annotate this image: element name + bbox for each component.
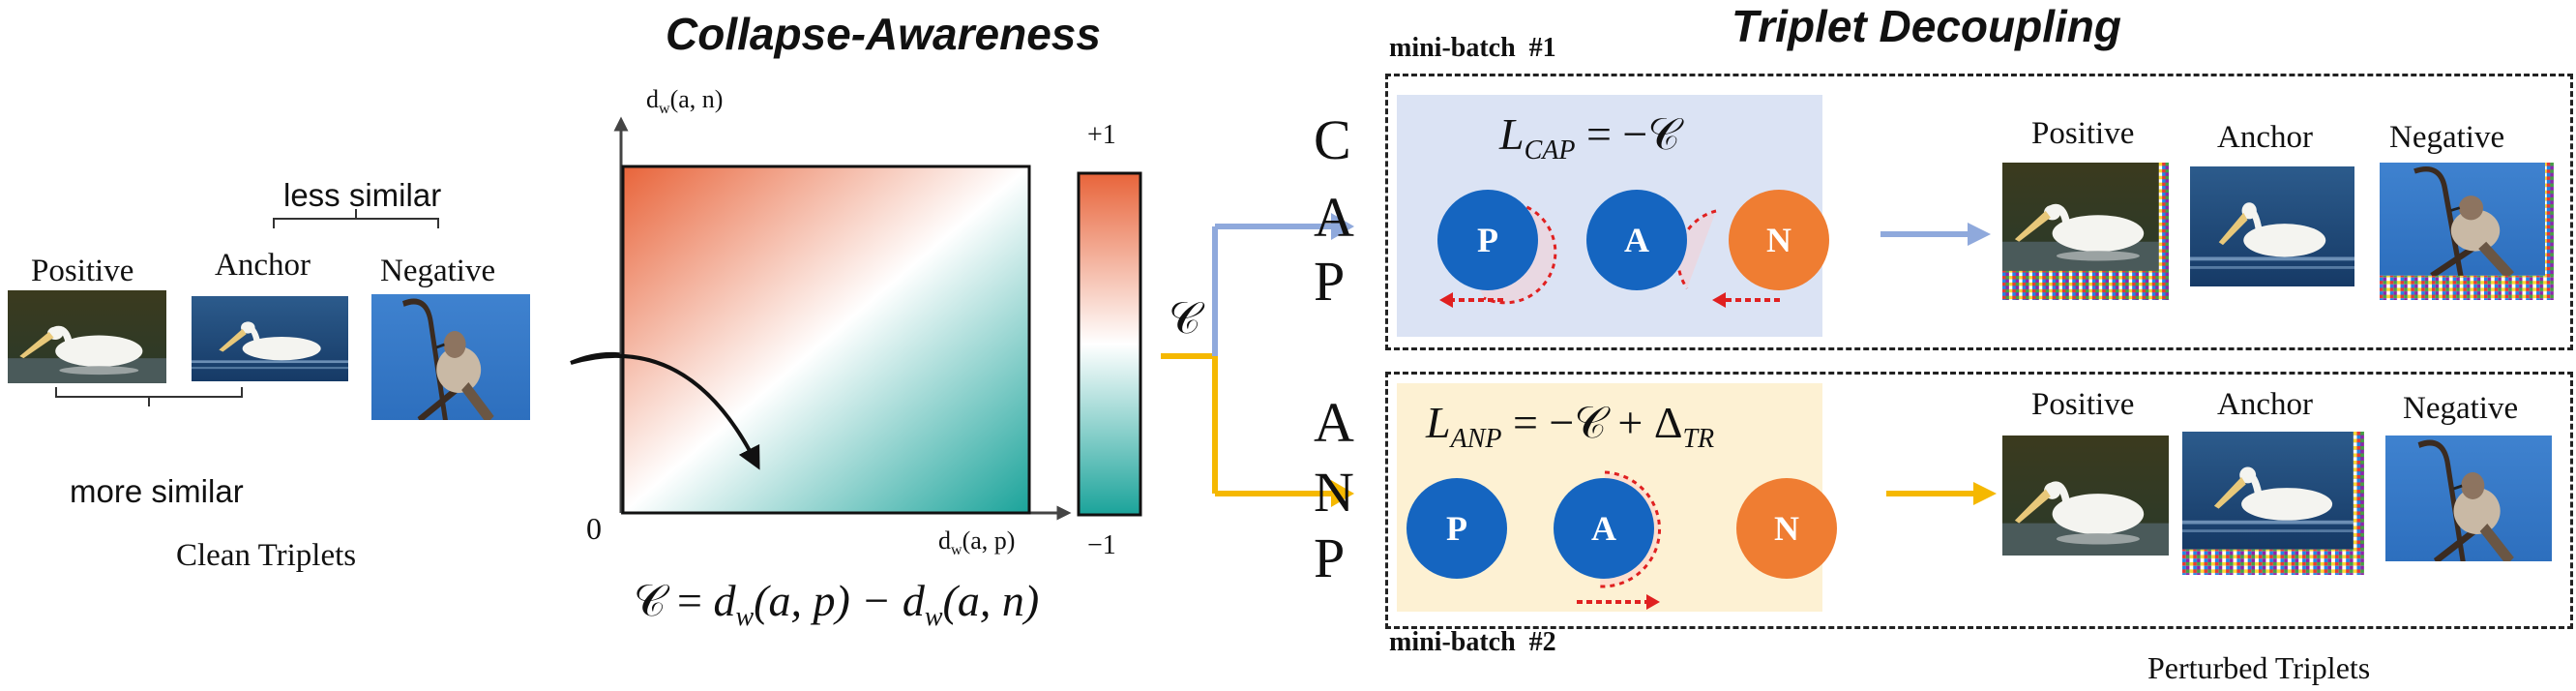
anp-anchor-label: Anchor — [2217, 387, 2313, 422]
anp-output-arrow — [1886, 482, 1997, 505]
perturbed-triplets-caption: Perturbed Triplets — [2147, 650, 2371, 685]
anp-circle-n: N — [1736, 478, 1837, 579]
cap-positive-image — [2002, 163, 2169, 300]
less-similar-label: less similar — [283, 177, 442, 213]
cap-circle-a: A — [1586, 190, 1687, 290]
cap-circle-n: N — [1729, 190, 1829, 290]
mini-batch-2-label: mini-batch #2 — [1389, 627, 1556, 657]
clean-positive-image — [8, 290, 166, 383]
cap-letter-a: A — [1314, 186, 1354, 249]
branch-arrows — [1161, 213, 1354, 507]
x-axis-label: dw(a, p) — [938, 526, 1016, 559]
anp-positive-image — [2002, 436, 2169, 556]
cap-anchor-label: Anchor — [2217, 120, 2313, 155]
collapse-awareness-title: Collapse-Awareness — [666, 9, 1101, 59]
mini-batch-2-box — [1385, 372, 2573, 629]
cap-letter-p: P — [1314, 250, 1346, 313]
cap-anchor-image — [2190, 166, 2354, 286]
cap-positive-label: Positive — [2031, 116, 2135, 151]
cap-negative-label: Negative — [2389, 120, 2505, 155]
clean-negative-image — [371, 294, 530, 420]
clean-triplets-caption: Clean Triplets — [176, 538, 357, 573]
anp-letter-a: A — [1314, 391, 1354, 454]
clean-negative-label: Negative — [380, 254, 496, 288]
clean-anchor-label: Anchor — [215, 248, 311, 283]
anp-circle-a: A — [1554, 478, 1654, 579]
cap-output-arrow — [1880, 223, 1991, 246]
cap-formula: LCAP = −𝒞 — [1499, 109, 1680, 166]
more-similar-label: more similar — [70, 473, 244, 509]
collapse-formula: 𝒞 = dw(a, p) − dw(a, n) — [634, 576, 1040, 633]
c-symbol: 𝒞 — [1169, 293, 1201, 343]
anp-anchor-image — [2182, 432, 2364, 575]
anp-circle-p: P — [1406, 478, 1507, 579]
mini-batch-1-box — [1385, 74, 2573, 350]
triplet-decoupling-title: Triplet Decoupling — [1732, 1, 2121, 51]
cap-letter-c: C — [1314, 108, 1351, 171]
y-axis-label: dw(a, n) — [646, 85, 724, 118]
clean-positive-label: Positive — [31, 254, 134, 288]
anp-formula: LANP = −𝒞 + ΔTR — [1426, 398, 1715, 455]
anp-positive-label: Positive — [2031, 387, 2135, 422]
similarity-brackets — [55, 209, 439, 406]
scale-top-label: +1 — [1087, 120, 1116, 150]
color-scale-bar — [1077, 171, 1142, 517]
anp-letter-p: P — [1314, 526, 1346, 589]
anp-negative-image — [2385, 436, 2552, 561]
origin-label: 0 — [586, 511, 602, 546]
scale-bottom-label: −1 — [1087, 530, 1116, 560]
anp-letter-n: N — [1314, 461, 1354, 524]
cap-circle-p: P — [1437, 190, 1538, 290]
collapse-arrow — [570, 353, 760, 470]
collapse-heatmap — [570, 116, 1072, 521]
clean-anchor-image — [192, 296, 348, 381]
mini-batch-1-label: mini-batch #1 — [1389, 33, 1556, 63]
anp-negative-label: Negative — [2403, 391, 2519, 426]
cap-negative-image — [2380, 163, 2554, 300]
